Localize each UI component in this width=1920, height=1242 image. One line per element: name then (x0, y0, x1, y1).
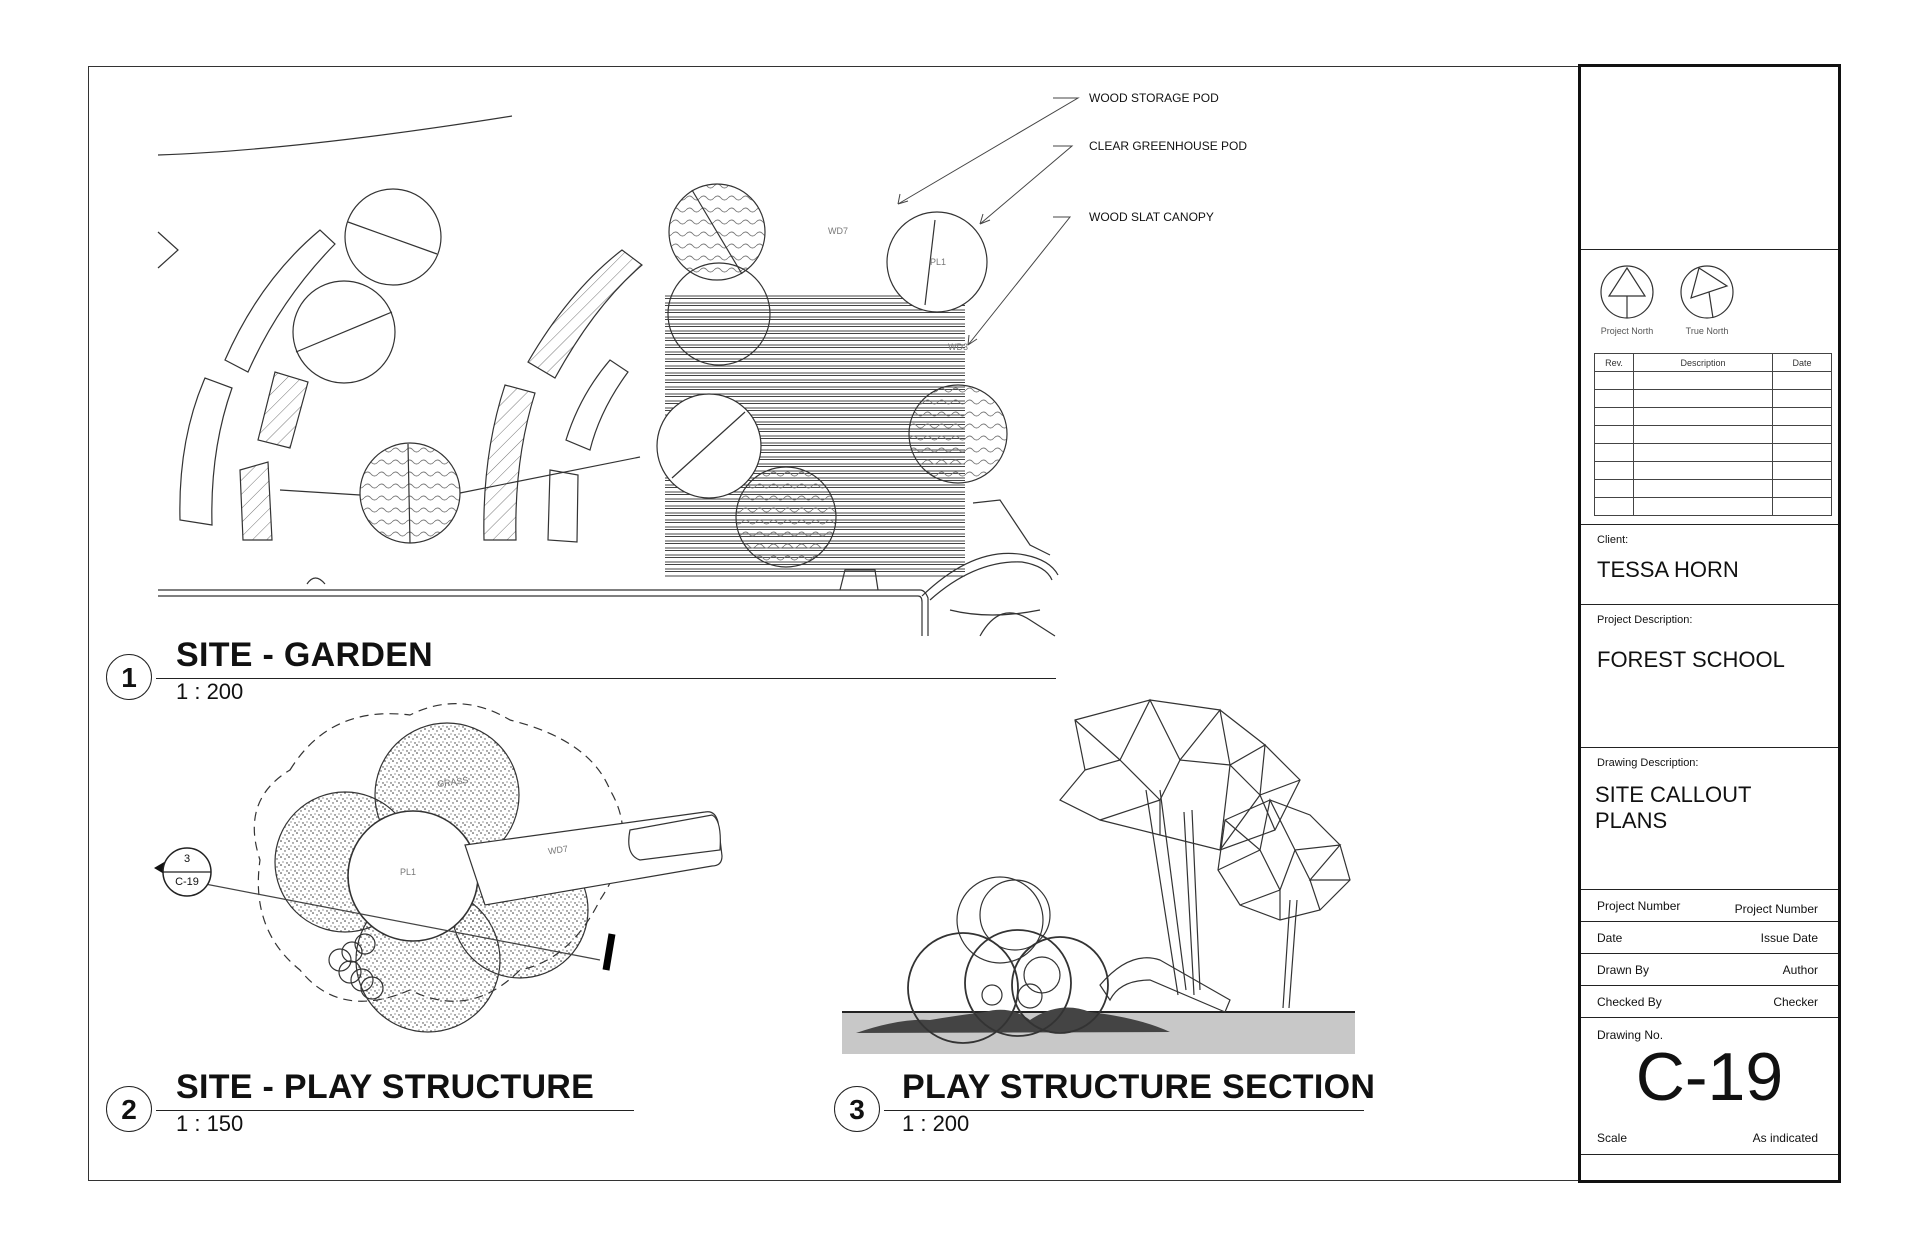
drawing-number: C-19 (1635, 1039, 1784, 1115)
section-marker (154, 847, 212, 897)
tag-pl1-play: PL1 (400, 867, 417, 877)
callout-leaders (897, 97, 1080, 346)
rev-header: Rev. (1594, 353, 1634, 372)
drawing-description-label: Drawing Description: (1597, 757, 1699, 769)
section-marker-sheet: C-19 (175, 876, 199, 888)
tag-pl1: PL1 (930, 257, 947, 267)
drawing-description: SITE CALLOUT PLANS (1595, 782, 1751, 834)
view-number-2: 2 (106, 1086, 152, 1132)
view-number-3: 3 (834, 1086, 880, 1132)
true-north-label: True North (1685, 326, 1729, 336)
client-name: TESSA HORN (1597, 557, 1739, 582)
view-title-1-text: SITE - GARDEN (176, 636, 434, 674)
view-scale-2: 1 : 150 (176, 1111, 244, 1136)
view-title-2-text: SITE - PLAY STRUCTURE (176, 1068, 595, 1106)
section-marker-number: 3 (183, 853, 191, 865)
view-title-1-underline (156, 678, 1056, 679)
date-header: Date (1772, 353, 1832, 372)
view-scale-1: 1 : 200 (176, 679, 244, 704)
description-header: Description (1633, 353, 1773, 372)
project-north-icon (1599, 264, 1655, 325)
view-title-2-underline (156, 1110, 634, 1111)
checked-by-label: Checked By (1597, 995, 1662, 1009)
view-title-3-underline (884, 1110, 1364, 1111)
scale-value: As indicated (1752, 1131, 1818, 1145)
project-number-value: Project Number (1734, 902, 1818, 916)
scale-label: Scale (1597, 1131, 1628, 1145)
play-structure-section (842, 698, 1355, 1054)
checked-by-value: Checker (1773, 995, 1818, 1009)
date-label: Date (1597, 931, 1623, 945)
drawing-description-line1: SITE CALLOUT (1595, 782, 1752, 807)
view-title-3-text: PLAY STRUCTURE SECTION (902, 1068, 1376, 1106)
drawn-by-value: Author (1782, 963, 1818, 977)
revision-table: Rev. Description Date (1594, 353, 1832, 516)
tag-wd3: WD3 (948, 342, 968, 352)
callout-wood-storage: WOOD STORAGE POD (1089, 91, 1219, 105)
drawing-description-line2: PLANS (1595, 808, 1668, 833)
project-description-label: Project Description: (1597, 614, 1693, 626)
date-value: Issue Date (1760, 931, 1818, 945)
project-north-label: Project North (1600, 326, 1654, 336)
drawn-by-label: Drawn By (1597, 963, 1650, 977)
callout-greenhouse: CLEAR GREENHOUSE POD (1089, 139, 1248, 153)
drawing-number-label: Drawing No. (1597, 1028, 1664, 1042)
view-scale-3: 1 : 200 (902, 1111, 970, 1136)
play-structure-plan (199, 703, 723, 1033)
view-number-1: 1 (106, 654, 152, 700)
project-description: FOREST SCHOOL (1597, 647, 1785, 672)
client-label: Client: (1597, 534, 1629, 546)
callout-canopy: WOOD SLAT CANOPY (1089, 210, 1214, 224)
true-north-icon (1679, 264, 1735, 325)
tag-wd7: WD7 (828, 226, 848, 236)
garden-plan (157, 115, 1059, 637)
project-number-label: Project Number (1597, 899, 1681, 913)
title-block: Project North True North Rev. Descriptio… (1578, 64, 1841, 1183)
